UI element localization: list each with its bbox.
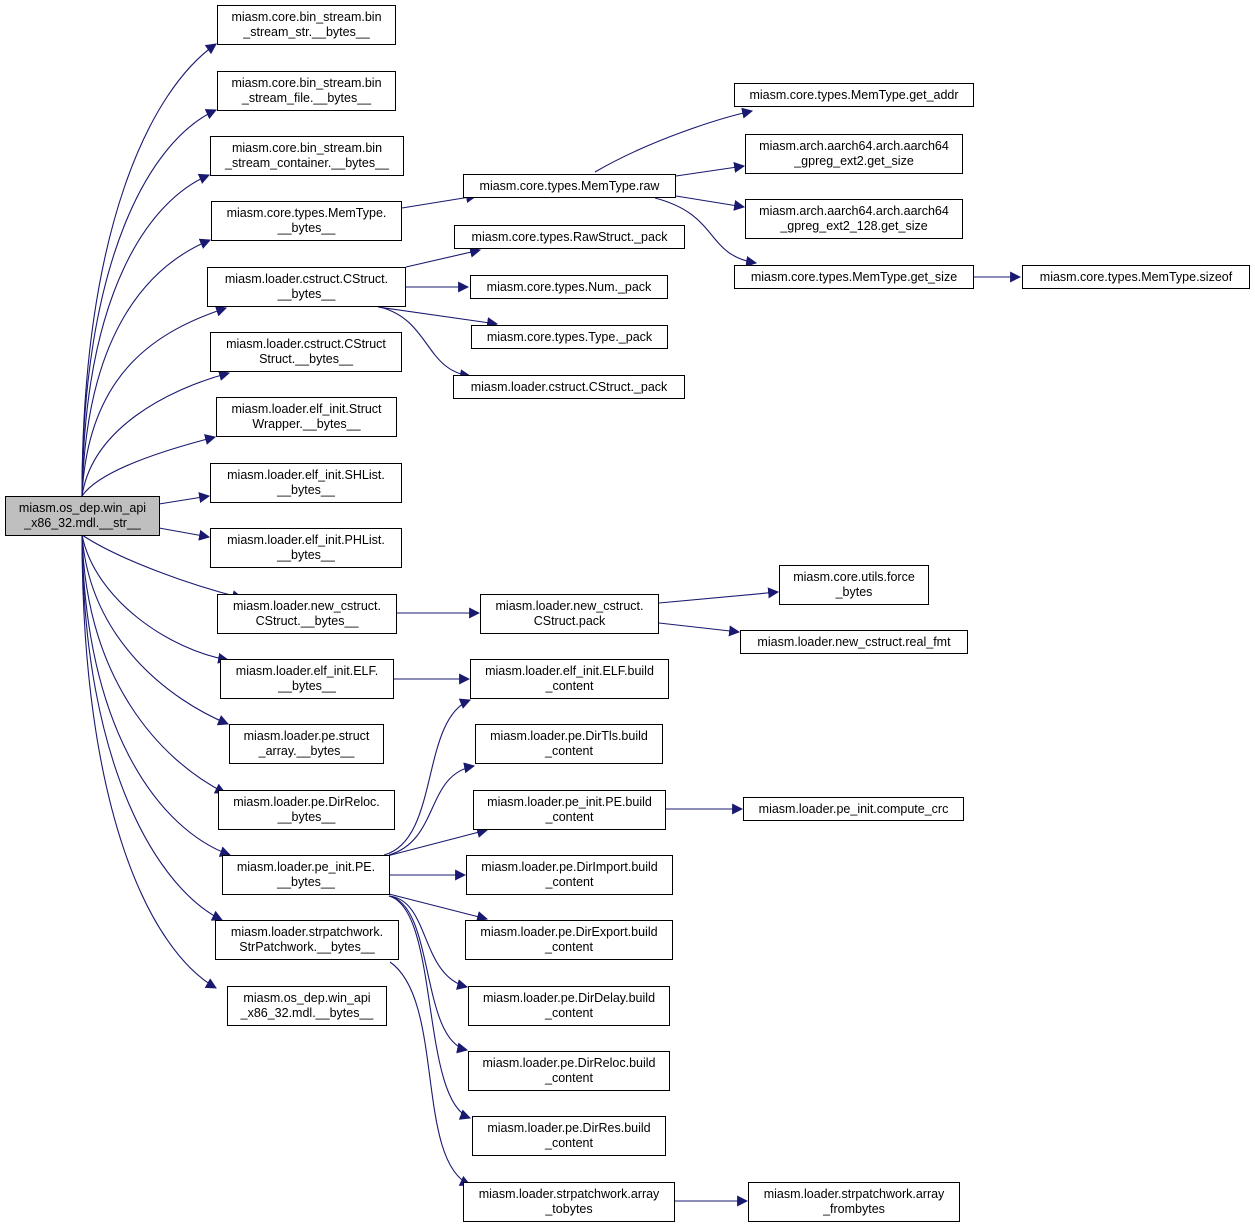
node-elf_build[interactable]: miasm.loader.elf_init.ELF.build_content [470, 659, 669, 699]
node-dirres_build[interactable]: miasm.loader.pe.DirRes.build_content [472, 1116, 666, 1156]
edge-root-bs_str [81, 43, 217, 497]
node-elf_bytes[interactable]: miasm.loader.elf_init.ELF.__bytes__ [220, 659, 394, 699]
edge-root-elf [81, 534, 230, 664]
node-array_frombytes[interactable]: miasm.loader.strpatchwork.array_frombyte… [748, 1182, 960, 1222]
edge-raw-getsize [654, 197, 758, 267]
node-force_bytes[interactable]: miasm.core.utils.force_bytes [779, 565, 929, 605]
node-memtype_getaddr[interactable]: miasm.core.types.MemType.get_addr [734, 83, 974, 107]
edge-root-memtype_bytes [81, 238, 212, 497]
edge-root-structwrapper [81, 434, 217, 497]
edge-raw-getaddr [594, 107, 754, 173]
node-root: miasm.os_dep.win_api_x86_32.mdl.__str__ [5, 496, 160, 536]
node-mdl_bytes[interactable]: miasm.os_dep.win_api_x86_32.mdl.__bytes_… [227, 986, 387, 1026]
edge-root-strpatch [81, 534, 223, 921]
node-memtype_sizeof[interactable]: miasm.core.types.MemType.sizeof [1022, 265, 1250, 289]
node-memtype_bytes[interactable]: miasm.core.types.MemType.__bytes__ [211, 201, 402, 241]
edge-pe-pebuild [386, 827, 489, 857]
edge-root-mdl [81, 534, 217, 989]
node-type_pack[interactable]: miasm.core.types.Type._pack [471, 325, 668, 349]
node-real_fmt[interactable]: miasm.loader.new_cstruct.real_fmt [740, 630, 968, 654]
node-gpreg_ext2[interactable]: miasm.arch.aarch64.arch.aarch64_gpreg_ex… [745, 134, 963, 174]
edge-pe-elfbuild [383, 698, 472, 856]
node-compute_crc[interactable]: miasm.loader.pe_init.compute_crc [743, 797, 964, 821]
node-dirdelay_build[interactable]: miasm.loader.pe.DirDelay.build_content [468, 986, 670, 1026]
node-newcstruct_pack[interactable]: miasm.loader.new_cstruct.CStruct.pack [480, 594, 659, 634]
node-shlist_bytes[interactable]: miasm.loader.elf_init.SHList.__bytes__ [210, 463, 402, 503]
edge-root-bs_file [81, 109, 218, 497]
node-dirimport_build[interactable]: miasm.loader.pe.DirImport.build_content [466, 855, 673, 895]
edge-pack-realfmt [658, 622, 741, 637]
node-phlist_bytes[interactable]: miasm.loader.elf_init.PHList.__bytes__ [210, 528, 402, 568]
edge-pe-direxport [388, 893, 489, 922]
edge-pe-dirdelay [388, 895, 469, 990]
edge-root-phlist [158, 527, 211, 541]
edge-root-newcstruct [81, 534, 244, 601]
edge-pe-dirres [388, 895, 472, 1120]
node-newcstruct_bytes[interactable]: miasm.loader.new_cstruct.CStruct.__bytes… [217, 594, 397, 634]
edge-cstruct-cstructpack [379, 306, 472, 381]
node-bs_cont[interactable]: miasm.core.bin_stream.bin_stream_contain… [210, 136, 404, 176]
node-rawstruct_pack[interactable]: miasm.core.types.RawStruct._pack [454, 225, 685, 249]
edge-memtype_bytes-raw [401, 192, 478, 209]
node-cstruct_bytes[interactable]: miasm.loader.cstruct.CStruct.__bytes__ [207, 267, 406, 307]
node-cstruct_pack[interactable]: miasm.loader.cstruct.CStruct._pack [453, 375, 685, 399]
edge-root-cstruct_bytes [81, 305, 228, 497]
edge-cstruct-type [377, 306, 499, 329]
edge-root-shlist [158, 492, 211, 505]
node-dirreloc_bytes[interactable]: miasm.loader.pe.DirReloc.__bytes__ [218, 790, 395, 830]
node-memtype_raw[interactable]: miasm.core.types.MemType.raw [463, 174, 676, 198]
node-bs_str[interactable]: miasm.core.bin_stream.bin_stream_str.__b… [217, 5, 396, 45]
edge-root-dirreloc [81, 534, 226, 794]
edge-pe-dirreloc [388, 895, 469, 1054]
edge-raw-gpreg_ext2_128 [675, 195, 746, 211]
node-pe_bytes[interactable]: miasm.loader.pe_init.PE.__bytes__ [222, 855, 390, 895]
edge-root-structarray [81, 534, 230, 726]
edge-raw-gpreg_ext2 [675, 161, 746, 177]
edge-strpatch-tobytes [389, 961, 472, 1186]
edge-pack-force [658, 587, 780, 604]
edge-root-cstructstruct_bytes [81, 370, 231, 497]
node-memtype_getsize[interactable]: miasm.core.types.MemType.get_size [734, 265, 974, 289]
node-structarray_bytes[interactable]: miasm.loader.pe.struct_array.__bytes__ [229, 724, 384, 764]
node-pe_build[interactable]: miasm.loader.pe_init.PE.build_content [473, 790, 666, 830]
node-bs_file[interactable]: miasm.core.bin_stream.bin_stream_file.__… [217, 71, 396, 111]
node-dirtls_build[interactable]: miasm.loader.pe.DirTls.build_content [475, 724, 663, 764]
node-dirreloc_build[interactable]: miasm.loader.pe.DirReloc.build_content [468, 1051, 670, 1091]
edge-root-pe [81, 534, 232, 857]
node-direxport_build[interactable]: miasm.loader.pe.DirExport.build_content [465, 920, 673, 960]
node-num_pack[interactable]: miasm.core.types.Num._pack [470, 275, 668, 299]
node-array_tobytes[interactable]: miasm.loader.strpatchwork.array_tobytes [463, 1182, 675, 1222]
edge-cstruct-rawstruct [405, 246, 482, 268]
node-gpreg_ext2_128[interactable]: miasm.arch.aarch64.arch.aarch64_gpreg_ex… [745, 199, 963, 239]
edge-pe-dirtls [388, 762, 476, 856]
edge-root-bs_cont [81, 173, 211, 497]
node-strpatch_bytes[interactable]: miasm.loader.strpatchwork.StrPatchwork._… [215, 920, 399, 960]
